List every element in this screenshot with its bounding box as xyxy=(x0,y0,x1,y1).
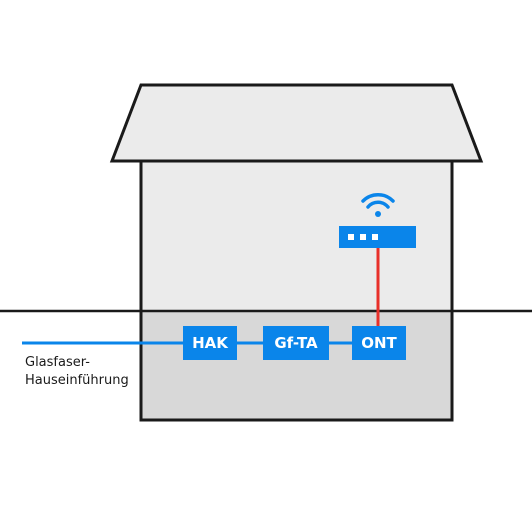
gfta-label: Gf-TA xyxy=(274,334,318,352)
caption-line-2: Hauseinführung xyxy=(25,373,129,388)
house-outline xyxy=(139,161,454,422)
gfta-box: Gf-TA xyxy=(263,326,329,360)
house-roof xyxy=(109,83,484,163)
ont-box: ONT xyxy=(352,326,406,360)
caption-line-1: Glasfaser- xyxy=(25,355,90,370)
ont-label: ONT xyxy=(361,334,397,352)
hak-label: HAK xyxy=(192,334,229,352)
wifi-icon xyxy=(361,193,395,217)
router-icon xyxy=(339,226,416,248)
hak-box: HAK xyxy=(183,326,237,360)
